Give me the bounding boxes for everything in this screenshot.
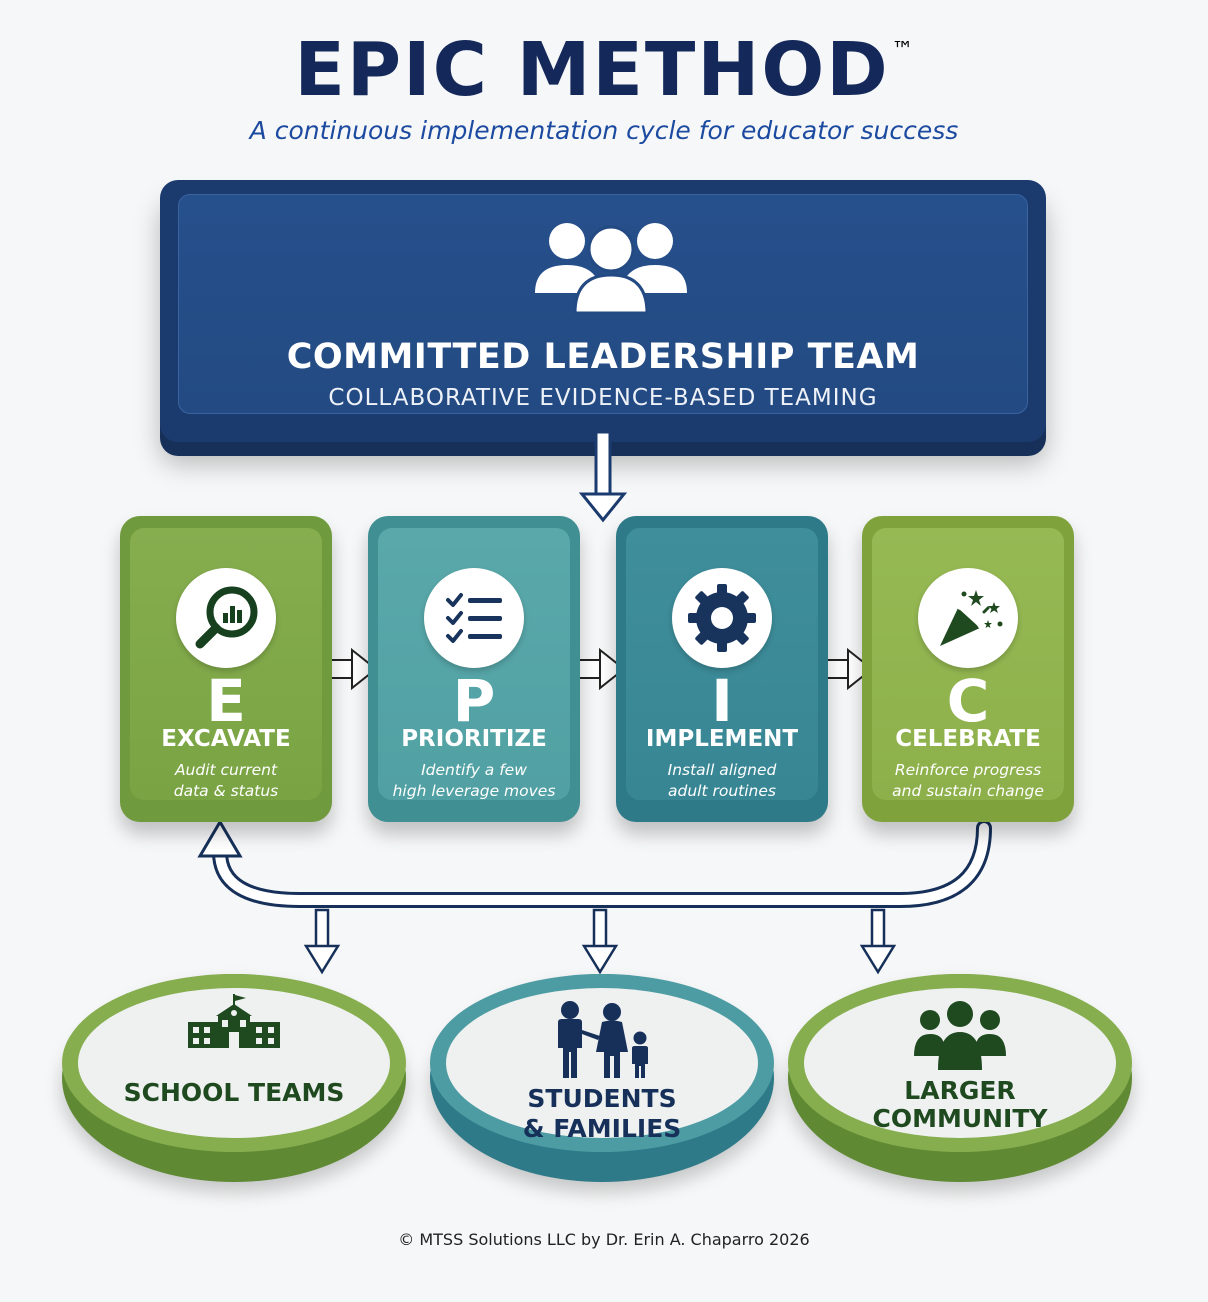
community-icon xyxy=(914,1001,1006,1070)
family-icon xyxy=(558,1001,648,1078)
step-description-line: Reinforce progress xyxy=(894,761,1042,779)
step-description-line: data & status xyxy=(173,782,279,800)
step-name: PRIORITIZE xyxy=(401,726,547,752)
step-description-line: Audit current xyxy=(174,761,278,779)
copyright-footer: © MTSS Solutions LLC by Dr. Erin A. Chap… xyxy=(398,1230,810,1249)
step-name: EXCAVATE xyxy=(161,726,291,752)
feedback-loop-arrow xyxy=(197,819,992,908)
step-description-line: high leverage moves xyxy=(392,782,556,800)
banner-down-arrow xyxy=(578,430,628,523)
step-description-line: adult routines xyxy=(668,782,776,800)
step-card-face: C CELEBRATE Reinforce progress and susta… xyxy=(872,528,1064,800)
trademark-symbol: ™ xyxy=(891,38,914,63)
step-description: Audit current data & status xyxy=(134,760,318,802)
step-letter: E xyxy=(206,667,246,735)
audience-label: STUDENTS xyxy=(527,1084,677,1113)
checklist-icon xyxy=(424,568,524,668)
leadership-title: COMMITTED LEADERSHIP TEAM xyxy=(286,337,920,377)
step-description: Install aligned adult routines xyxy=(630,760,814,802)
step-card-prioritize: P PRIORITIZE Identify a few high leverag… xyxy=(368,516,580,822)
audience-label-line2: & FAMILIES xyxy=(522,1114,682,1143)
step-letter: P xyxy=(452,667,496,735)
step-name: CELEBRATE xyxy=(895,726,1041,752)
audience-oval-face: SCHOOL TEAMS xyxy=(62,974,406,1152)
audience-students-families: STUDENTS & FAMILIES xyxy=(430,974,774,1182)
leadership-banner-face: COMMITTED LEADERSHIP TEAM COLLABORATIVE … xyxy=(178,194,1028,414)
arrow-to-larger-community xyxy=(859,908,897,975)
step-card-face: I IMPLEMENT Install aligned adult routin… xyxy=(626,528,818,800)
step-description: Identify a few high leverage moves xyxy=(382,760,566,802)
step-card-implement: I IMPLEMENT Install aligned adult routin… xyxy=(616,516,828,822)
audience-school-teams: SCHOOL TEAMS xyxy=(62,974,406,1182)
step-card-face: E EXCAVATE Audit current data & status xyxy=(130,528,322,800)
magnifier-chart-icon xyxy=(176,568,276,668)
arrow-to-school-teams xyxy=(303,908,341,975)
step-card-celebrate: C CELEBRATE Reinforce progress and susta… xyxy=(862,516,1074,822)
arrow-i-to-c xyxy=(825,647,874,691)
arrow-to-students-families xyxy=(581,908,619,975)
audience-larger-community: LARGER COMMUNITY xyxy=(788,974,1132,1182)
school-building-icon xyxy=(188,994,280,1048)
audience-label-line2: COMMUNITY xyxy=(872,1104,1048,1133)
step-letter: C xyxy=(946,667,990,735)
arrow-p-to-i xyxy=(577,647,626,691)
leadership-subtitle: COLLABORATIVE EVIDENCE-BASED TEAMING xyxy=(328,385,878,411)
page-title: EPIC METHOD xyxy=(294,27,890,113)
page-subtitle: A continuous implementation cycle for ed… xyxy=(249,116,959,145)
step-letter: I xyxy=(711,667,733,735)
arrow-e-to-p xyxy=(329,647,378,691)
group-icon xyxy=(535,223,687,315)
step-description-line: and sustain change xyxy=(892,782,1044,800)
audience-oval-face: STUDENTS & FAMILIES xyxy=(430,974,774,1152)
audience-label: SCHOOL TEAMS xyxy=(123,1078,345,1107)
leadership-banner: COMMITTED LEADERSHIP TEAM COLLABORATIVE … xyxy=(160,180,1046,442)
party-popper-icon xyxy=(918,568,1018,668)
step-description: Reinforce progress and sustain change xyxy=(876,760,1060,802)
step-card-excavate: E EXCAVATE Audit current data & status xyxy=(120,516,332,822)
audience-label: LARGER xyxy=(904,1076,1016,1105)
title-block: EPIC METHOD™ xyxy=(0,28,1208,112)
step-card-face: P PRIORITIZE Identify a few high leverag… xyxy=(378,528,570,800)
step-description-line: Identify a few xyxy=(421,761,527,779)
step-description-line: Install aligned xyxy=(667,761,777,779)
gear-icon xyxy=(672,568,772,668)
step-name: IMPLEMENT xyxy=(645,726,799,752)
audience-oval-face: LARGER COMMUNITY xyxy=(788,974,1132,1152)
